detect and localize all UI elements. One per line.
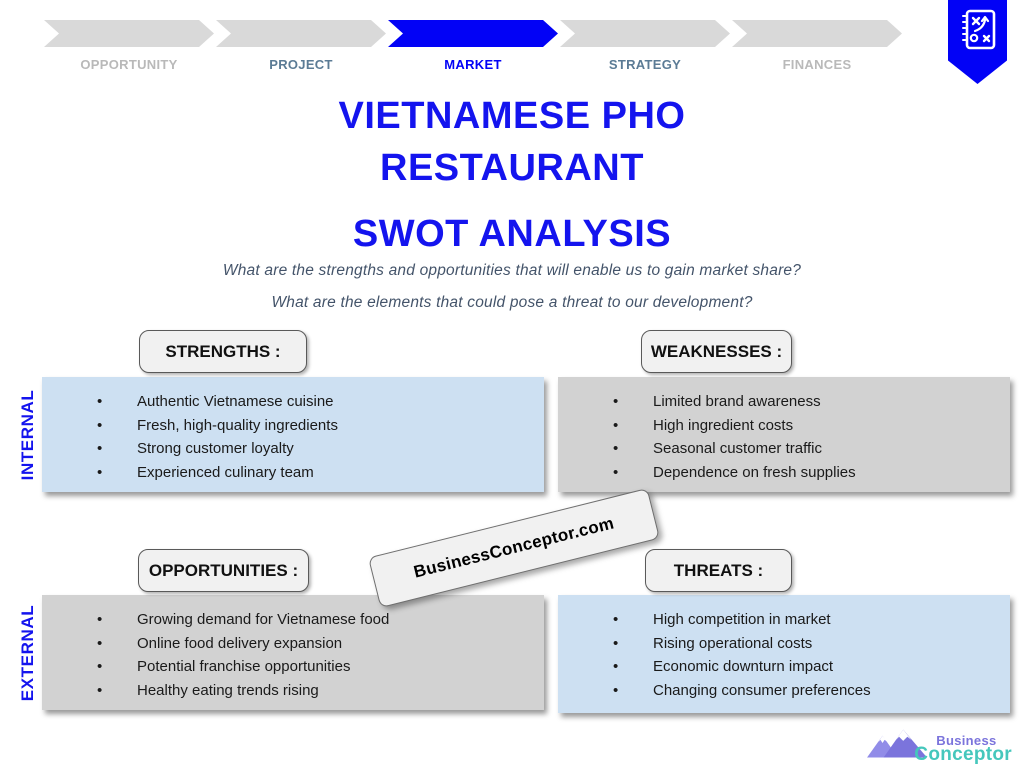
bullet-item: Strong customer loyalty bbox=[42, 437, 544, 461]
bullet-item: Online food delivery expansion bbox=[42, 632, 544, 656]
bullet-item: Growing demand for Vietnamese food bbox=[42, 608, 544, 632]
threats-box: High competition in marketRising operati… bbox=[558, 595, 1010, 713]
process-step-finances[interactable]: FINANCES bbox=[782, 57, 852, 72]
page-title-line2: RESTAURANT bbox=[380, 147, 644, 189]
bullet-item: Limited brand awareness bbox=[558, 390, 1010, 414]
bullet-item: Fresh, high-quality ingredients bbox=[42, 414, 544, 438]
threats-list: High competition in marketRising operati… bbox=[558, 608, 1010, 702]
bullet-item: Seasonal customer traffic bbox=[558, 437, 1010, 461]
watermark-ribbon: BusinessConceptor.com bbox=[367, 487, 661, 609]
process-step-project[interactable]: PROJECT bbox=[269, 57, 333, 72]
strengths-list: Authentic Vietnamese cuisineFresh, high-… bbox=[42, 390, 544, 484]
strengths-header: STRENGTHS : bbox=[139, 330, 307, 373]
opportunities-box: Growing demand for Vietnamese foodOnline… bbox=[42, 595, 544, 710]
process-step-market[interactable]: MARKET bbox=[444, 57, 502, 72]
bullet-item: Rising operational costs bbox=[558, 632, 1010, 656]
opportunities-list: Growing demand for Vietnamese foodOnline… bbox=[42, 608, 544, 702]
page-title: VIETNAMESE PHO RESTAURANT bbox=[0, 90, 1024, 194]
opportunities-header: OPPORTUNITIES : bbox=[138, 549, 309, 592]
process-arrow-market[interactable] bbox=[388, 20, 558, 47]
process-arrow-project[interactable] bbox=[216, 20, 386, 47]
process-step-strategy[interactable]: STRATEGY bbox=[608, 57, 682, 72]
intro-question-2: What are the elements that could pose a … bbox=[271, 294, 753, 311]
bullet-item: Dependence on fresh supplies bbox=[558, 461, 1010, 485]
weaknesses-list: Limited brand awarenessHigh ingredient c… bbox=[558, 390, 1010, 484]
process-arrow-opportunity[interactable] bbox=[44, 20, 214, 47]
brand-logo: Business Conceptor bbox=[866, 727, 1012, 764]
bullet-item: High ingredient costs bbox=[558, 414, 1010, 438]
page-title-line1: VIETNAMESE PHO bbox=[338, 95, 686, 137]
weaknesses-header: WEAKNESSES : bbox=[641, 330, 792, 373]
threats-header: THREATS : bbox=[645, 549, 792, 592]
bullet-item: Experienced culinary team bbox=[42, 461, 544, 485]
process-arrow-strategy[interactable] bbox=[560, 20, 730, 47]
brand-logo-text: Business Conceptor bbox=[914, 734, 1012, 764]
intro-question-1: What are the strengths and opportunities… bbox=[222, 262, 802, 279]
bookmark-badge bbox=[948, 0, 1007, 84]
bullet-item: Changing consumer preferences bbox=[558, 679, 1010, 703]
bullet-item: Potential franchise opportunities bbox=[42, 655, 544, 679]
process-arrow-finances[interactable] bbox=[732, 20, 902, 47]
logo-word-business: Business bbox=[936, 733, 997, 748]
bullet-item: Healthy eating trends rising bbox=[42, 679, 544, 703]
internal-axis-label: INTERNAL bbox=[18, 389, 37, 481]
bullet-item: Economic downturn impact bbox=[558, 655, 1010, 679]
strengths-box: Authentic Vietnamese cuisineFresh, high-… bbox=[42, 377, 544, 492]
logo-word-conceptor: Conceptor bbox=[914, 744, 1012, 765]
tactics-board-icon bbox=[958, 0, 998, 84]
mountains-icon bbox=[866, 727, 928, 764]
external-axis-label: EXTERNAL bbox=[18, 604, 37, 702]
process-step-opportunity[interactable]: OPPORTUNITY bbox=[80, 57, 178, 72]
bullet-item: High competition in market bbox=[558, 608, 1010, 632]
weaknesses-box: Limited brand awarenessHigh ingredient c… bbox=[558, 377, 1010, 492]
bullet-item: Authentic Vietnamese cuisine bbox=[42, 390, 544, 414]
swot-title: SWOT ANALYSIS bbox=[352, 213, 672, 255]
